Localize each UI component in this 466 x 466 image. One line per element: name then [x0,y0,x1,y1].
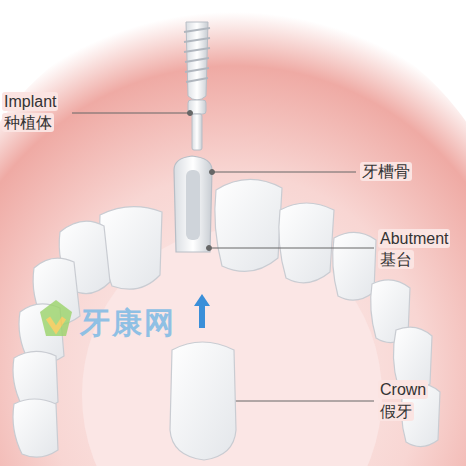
part-label: Implant [2,92,58,111]
part-label: 假牙 [378,402,414,421]
part-label: 牙槽骨 [360,162,412,181]
implant-screw [184,22,210,150]
part-label: Abutment [378,229,450,248]
part-label: 基台 [378,250,414,269]
watermark: 牙康网 [80,306,176,340]
part-label: 种植体 [2,113,54,132]
abutment [174,156,212,252]
watermark-logo [40,300,72,336]
part-label: Crown [378,380,428,399]
insert-arrow [194,294,210,328]
crown [170,342,236,460]
